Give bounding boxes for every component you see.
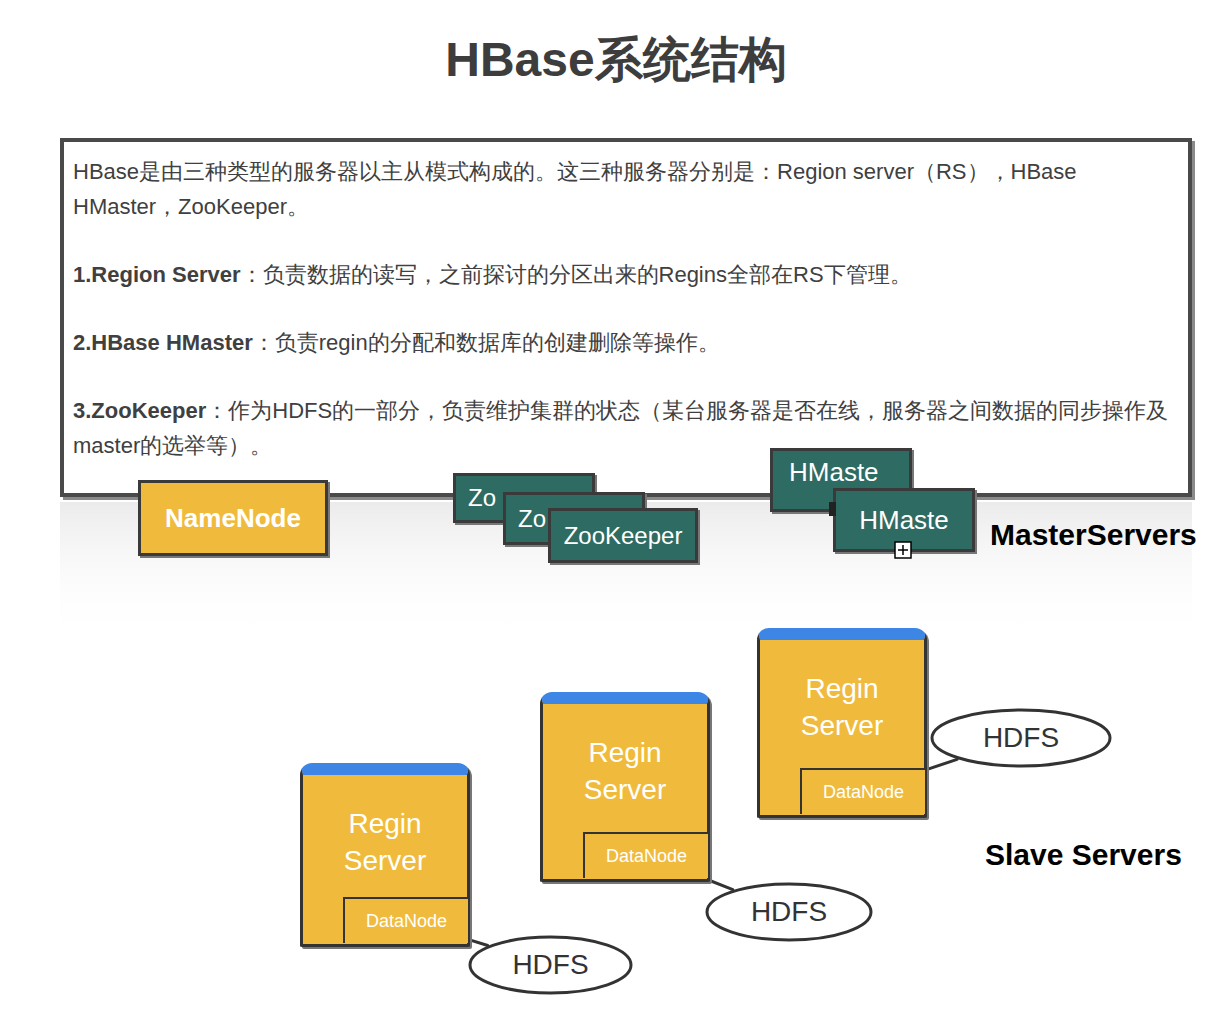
datanode-box: DataNode [583, 832, 708, 878]
description-panel: HBase是由三种类型的服务器以主从模式构成的。这三种服务器分别是：Region… [60, 138, 1192, 497]
panel-paragraph: HBase是由三种类型的服务器以主从模式构成的。这三种服务器分别是：Region… [73, 154, 1176, 224]
node-label: Regin Server [303, 805, 467, 879]
bubble-ellipse [707, 884, 871, 940]
body-text: ：作为HDFS的一部分，负责维护集群的状态（某台服务器是否在线，服务器之间数据的… [73, 398, 1168, 458]
group-label: Slave Servers [985, 838, 1182, 872]
node-label: Regin Server [760, 670, 924, 744]
region-server: DataNode Regin Server [757, 628, 927, 818]
panel-paragraph: 3.ZooKeeper：作为HDFS的一部分，负责维护集群的状态（某台服务器是否… [73, 393, 1176, 463]
region-server: DataNode Regin Server [300, 763, 470, 947]
node-label: HMaste [789, 457, 879, 488]
body-text: ：负责数据的读写，之前探讨的分区出来的Regins全部在RS下管理。 [241, 262, 912, 287]
node-label: HDFS [751, 896, 827, 928]
section-heading: 1.Region Server [73, 262, 241, 287]
body-text: ：负责regin的分配和数据库的创建删除等操作。 [253, 330, 720, 355]
node-label: ZooKeeper [564, 522, 683, 550]
panel-paragraph: 1.Region Server：负责数据的读写，之前探讨的分区出来的Regins… [73, 257, 1176, 292]
node-label: DataNode [823, 782, 904, 803]
section-heading: 2.HBase HMaster [73, 330, 253, 355]
hmaster-box: HMaste [833, 488, 975, 552]
node-label: Zo [468, 484, 496, 512]
datanode-box: DataNode [800, 768, 925, 814]
bubble-ellipse [932, 710, 1110, 766]
node-label: DataNode [606, 846, 687, 867]
node-label: DataNode [366, 911, 447, 932]
body-text: HBase是由三种类型的服务器以主从模式构成的。这三种服务器分别是：Region… [73, 159, 1077, 219]
node-label: Zo [518, 505, 546, 533]
zookeeper-box: ZooKeeper [548, 508, 698, 563]
expand-icon-plus [898, 545, 908, 555]
section-heading: 3.ZooKeeper [73, 398, 206, 423]
expand-icon [895, 542, 911, 558]
namenode-box: NameNode [138, 480, 328, 556]
node-label: HDFS [512, 949, 588, 981]
bubble-ellipse [470, 937, 631, 993]
bubble-tail [468, 939, 488, 945]
bubble-tail [925, 759, 957, 770]
node-label: HDFS [983, 722, 1059, 754]
node-label: HMaste [859, 505, 949, 536]
hdfs-bubble: HDFS [468, 935, 633, 995]
group-label: MasterServers [990, 518, 1197, 552]
diagram-title: HBase系统结构 [0, 28, 1232, 92]
node-label: Regin Server [543, 734, 707, 808]
handle-mark [829, 502, 836, 516]
region-server: DataNode Regin Server [540, 692, 710, 882]
panel-paragraph: 2.HBase HMaster：负责regin的分配和数据库的创建删除等操作。 [73, 325, 1176, 360]
hdfs-bubble: HDFS [930, 708, 1112, 768]
hdfs-bubble: HDFS [705, 882, 873, 942]
datanode-box: DataNode [343, 897, 468, 943]
node-label: NameNode [165, 503, 301, 534]
